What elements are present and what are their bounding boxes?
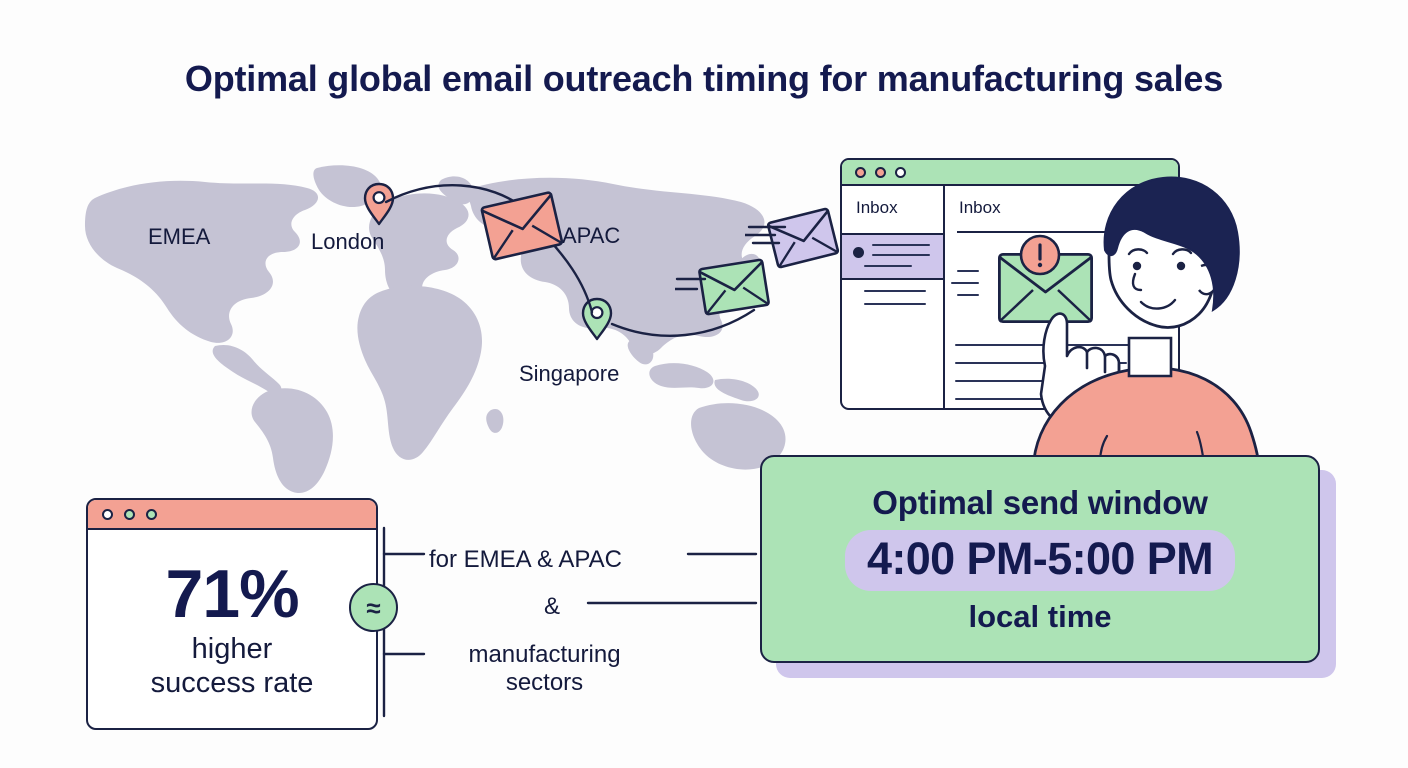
alert-badge-icon [1019, 234, 1061, 276]
mail-motion-line [957, 270, 979, 272]
stat-label-line1: higher [191, 633, 273, 666]
unread-dot-icon [853, 247, 864, 258]
inbox-browser-window[interactable]: Inbox Inbox [840, 158, 1180, 410]
mail-motion-line [957, 294, 979, 296]
row-line [872, 244, 930, 246]
envelope-green-flying-icon [697, 257, 772, 317]
stat-card-body: 71% higher success rate [88, 530, 376, 728]
row-line [864, 290, 926, 292]
window-dot-close[interactable] [102, 508, 113, 520]
browser-content: Inbox Inbox [842, 186, 1178, 408]
send-window-title: Optimal send window [872, 483, 1208, 521]
body-line [955, 344, 1155, 346]
world-map [55, 140, 795, 500]
window-dot-maximize[interactable] [895, 166, 906, 178]
panel-divider [957, 231, 1166, 233]
row-line [864, 265, 912, 267]
window-dot-maximize[interactable] [146, 508, 157, 520]
stat-value: 71% [165, 555, 299, 632]
page-title: Optimal global email outreach timing for… [184, 58, 1224, 99]
inbox-sidebar[interactable]: Inbox [842, 186, 945, 408]
map-label-emea: EMEA [148, 224, 211, 249]
stat-label-line2: success rate [150, 667, 314, 700]
browser-title-bar [842, 160, 1178, 186]
send-window-footer: local time [968, 598, 1112, 634]
inbox-sidebar-title: Inbox [856, 198, 898, 217]
window-dot-close[interactable] [855, 166, 866, 178]
inbox-main-panel[interactable]: Inbox [945, 186, 1178, 408]
envelope-violet-flying-icon [765, 206, 841, 270]
inbox-main-title: Inbox [959, 198, 1001, 217]
row-line [864, 303, 926, 305]
map-label-singapore: Singapore [519, 361, 620, 386]
stat-card[interactable]: 71% higher success rate [86, 498, 378, 730]
connector-label-ampersand: & [544, 593, 561, 620]
window-dot-minimize[interactable] [875, 166, 886, 178]
send-window-time: 4:00 PM-5:00 PM [866, 532, 1214, 584]
row-line [872, 254, 930, 256]
motion-lines-secondary-icon [673, 272, 709, 296]
map-pin-singapore [581, 297, 613, 341]
send-window-time-highlight: 4:00 PM-5:00 PM [844, 529, 1236, 591]
approx-badge-icon: ≈ [349, 583, 398, 632]
motion-lines-icon [743, 222, 789, 248]
window-dot-minimize[interactable] [124, 508, 135, 520]
map-label-london: London [311, 229, 385, 254]
stat-label: higher success rate [151, 633, 314, 701]
body-line [955, 362, 1127, 364]
map-pin-london [363, 182, 395, 226]
world-map-landmass [85, 165, 795, 494]
stat-card-title-bar [88, 500, 376, 530]
connector-label-sectors: manufacturing sectors [468, 641, 621, 697]
inbox-selected-row[interactable] [842, 233, 943, 280]
body-line [955, 398, 1105, 400]
map-label-apac: APAC [562, 223, 621, 248]
send-window-panel[interactable]: Optimal send window 4:00 PM-5:00 PM loca… [760, 455, 1320, 663]
mail-motion-line [951, 282, 979, 284]
envelope-coral-icon [478, 189, 565, 263]
connector-label-segments: for EMEA & APAC [429, 546, 622, 573]
body-line [955, 380, 1141, 382]
